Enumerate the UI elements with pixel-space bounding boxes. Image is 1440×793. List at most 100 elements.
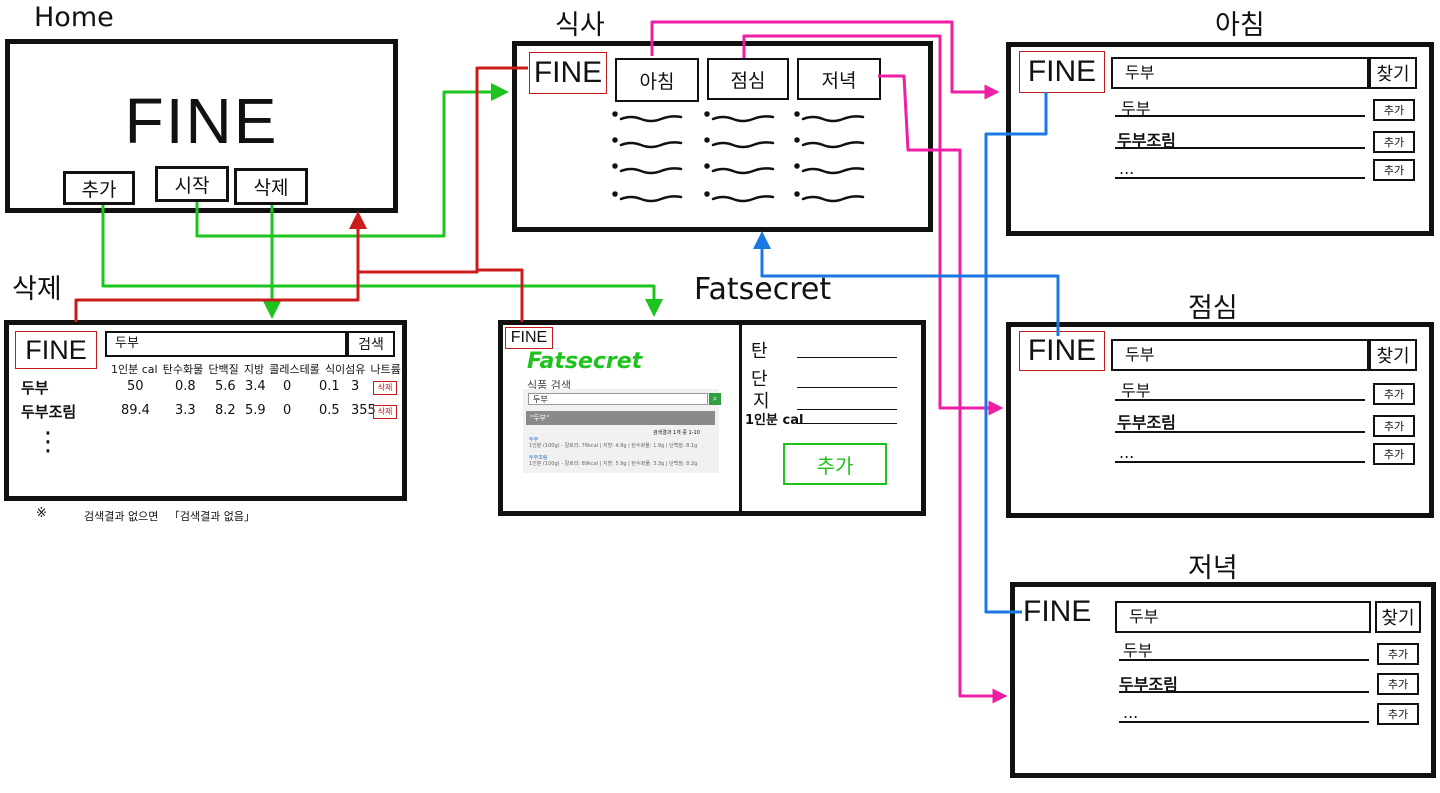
cell: 3.3 (175, 403, 196, 418)
food-item: 두부 (1123, 637, 1152, 661)
meal-screen: FINE 아침 점심 저녁 (512, 41, 933, 232)
lunch-find-button[interactable]: 찾기 (1369, 339, 1417, 371)
home-logo: FINE (10, 84, 393, 158)
add-item-button[interactable]: 추가 (1373, 415, 1415, 437)
delete-search-input[interactable]: 두부 (105, 331, 347, 357)
item-underline (1115, 115, 1365, 117)
fatsecret-screen-logo: FINE (505, 327, 553, 349)
breakfast-screen: FINE 두부 찾기 두부 추가 두부조림 추가 ... 추가 (1006, 42, 1434, 236)
col-3 (796, 113, 864, 202)
col-header: 단백질 (208, 361, 238, 377)
meal-item-placeholders (607, 104, 887, 214)
food-item: 두부조림 (1117, 409, 1176, 433)
home-add-button[interactable]: 추가 (63, 171, 135, 205)
arrow-fatsecret-logo-to-home (477, 270, 522, 322)
field-line-cal[interactable] (797, 423, 897, 424)
add-item-button[interactable]: 추가 (1373, 99, 1415, 121)
item-underline (1115, 399, 1365, 401)
fatsecret-add-button[interactable]: 추가 (783, 443, 887, 485)
table-row: 두부 50 0.8 5.6 3.4 0 0.1 3 삭제 (21, 377, 401, 399)
delete-table-header: 1인분 cal 탄수화물 단백질 지방 콜레스테롤 식이섬유 나트륨 (111, 361, 401, 377)
fatsecret-panel: 두부 ⌕ "두부" 검색결과 1개 중 1-10 두부 1인분 (100g) -… (523, 389, 719, 473)
fatsecret-search-input[interactable]: 두부 (528, 393, 708, 405)
delete-search-button[interactable]: 검색 (347, 331, 395, 357)
dinner-title: 저녁 (1188, 546, 1238, 585)
lunch-search-input[interactable]: 두부 (1111, 339, 1369, 371)
col-header: 탄수화물 (163, 361, 203, 377)
food-item: ... (1123, 703, 1138, 722)
home-delete-button[interactable]: 삭제 (234, 168, 308, 205)
item-underline (1115, 431, 1365, 433)
fatsecret-brand: Fatsecret (527, 349, 642, 374)
row-delete-button[interactable]: 삭제 (373, 405, 397, 419)
row-delete-button[interactable]: 삭제 (373, 381, 397, 395)
delete-logo: FINE (15, 331, 97, 369)
item-underline (1119, 721, 1369, 723)
col-header: 식이섬유 (325, 361, 365, 377)
arrow-logo-to-home (76, 220, 358, 322)
tab-breakfast[interactable]: 아침 (615, 58, 699, 102)
item-underline (1119, 659, 1369, 661)
list-item[interactable]: 두부조림 1인분 (100g) - 칼로리: 89kcal | 지방: 5.9g… (529, 455, 713, 467)
breakfast-search-input[interactable]: 두부 (1111, 57, 1369, 89)
table-row: 두부조림 89.4 3.3 8.2 5.9 0 0.5 355 삭제 (21, 401, 401, 423)
result-desc: 1인분 (100g) - 칼로리: 76kcal | 지방: 4.8g | 탄수… (529, 443, 713, 449)
home-start-button[interactable]: 시작 (155, 166, 229, 202)
item-underline (1115, 461, 1365, 463)
lunch-screen: FINE 두부 찾기 두부 추가 두부조림 추가 ... 추가 (1006, 322, 1434, 518)
field-label-cal: 1인분 cal (745, 409, 803, 428)
dinner-screen: FINE 두부 찾기 두부 추가 두부조림 추가 ... 추가 (1010, 582, 1436, 778)
field-line-fat[interactable] (797, 409, 897, 410)
cell: 5.9 (245, 403, 266, 418)
cell: 8.2 (215, 403, 236, 418)
dinner-search-input[interactable]: 두부 (1115, 601, 1371, 633)
result-count: 검색결과 1개 중 1-10 (653, 429, 700, 436)
col-header: 나트륨 (371, 361, 401, 377)
result-banner: "두부" (526, 411, 715, 425)
search-icon[interactable]: ⌕ (709, 393, 721, 405)
add-item-button[interactable]: 추가 (1373, 383, 1415, 405)
fatsecret-screen: FINE Fatsecret 식품 검색 두부 ⌕ "두부" 검색결과 1개 중… (498, 320, 926, 516)
cell: 89.4 (121, 403, 150, 418)
col-header: 콜레스테롤 (269, 361, 320, 377)
add-item-button[interactable]: 추가 (1377, 673, 1419, 695)
delete-note: 검색결과 없으면 「검색결과 없음」 (84, 508, 255, 524)
add-item-button[interactable]: 추가 (1377, 643, 1419, 665)
cell: 50 (127, 379, 144, 394)
cell: 3.4 (245, 379, 266, 394)
item-underline (1115, 147, 1365, 149)
field-line-protein[interactable] (797, 387, 897, 388)
fatsecret-divider (739, 325, 742, 513)
field-label-carb: 탄 (751, 337, 768, 363)
dinner-logo: FINE (1023, 595, 1091, 629)
food-item: ... (1119, 443, 1134, 462)
more-rows: ⋮ (35, 429, 61, 455)
breakfast-find-button[interactable]: 찾기 (1369, 57, 1417, 89)
list-item[interactable]: 두부 1인분 (100g) - 칼로리: 76kcal | 지방: 4.8g |… (529, 437, 713, 449)
cell: 0 (283, 403, 291, 418)
add-item-button[interactable]: 추가 (1377, 703, 1419, 725)
lunch-title: 점심 (1188, 286, 1238, 325)
cell: 0.5 (319, 403, 340, 418)
cell: 0 (283, 379, 291, 394)
add-item-button[interactable]: 추가 (1373, 443, 1415, 465)
tab-dinner[interactable]: 저녁 (797, 58, 881, 100)
breakfast-title: 아침 (1215, 3, 1265, 42)
add-item-button[interactable]: 추가 (1373, 159, 1415, 181)
delete-title: 삭제 (12, 267, 62, 306)
meal-title: 식사 (555, 3, 605, 42)
item-underline (1115, 177, 1365, 179)
col-header: 지방 (244, 361, 264, 377)
dinner-find-button[interactable]: 찾기 (1375, 601, 1421, 633)
col-1 (614, 113, 682, 202)
col-2 (706, 113, 774, 202)
field-line-carb[interactable] (797, 357, 897, 358)
tab-lunch[interactable]: 점심 (707, 58, 789, 100)
home-title: Home (34, 2, 114, 33)
lunch-logo: FINE (1019, 331, 1105, 371)
add-item-button[interactable]: 추가 (1373, 131, 1415, 153)
breakfast-logo: FINE (1019, 51, 1105, 93)
row-name: 두부조림 (21, 401, 76, 422)
delete-note-mark: ※ (36, 506, 47, 521)
delete-screen: FINE 두부 검색 1인분 cal 탄수화물 단백질 지방 콜레스테롤 식이섬… (4, 320, 407, 501)
